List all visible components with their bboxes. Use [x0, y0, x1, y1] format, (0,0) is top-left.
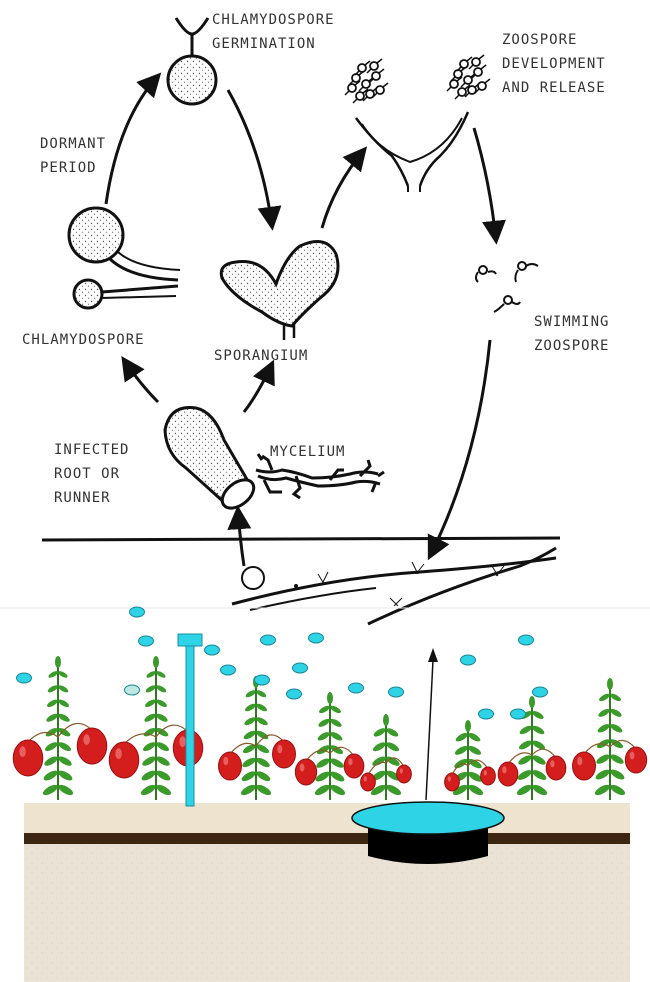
germinating-chlamydospore	[168, 18, 216, 104]
zoospore-release-sporangium	[345, 55, 490, 192]
swimming-zoospores	[476, 262, 538, 312]
water-droplet	[309, 633, 324, 643]
zoospore	[359, 77, 374, 91]
irrigation-riser	[178, 634, 202, 806]
label-infected-root: INFECTED ROOT OR RUNNER	[54, 442, 139, 506]
water-puddle	[352, 802, 504, 864]
strawberry-fruit	[77, 728, 107, 764]
water-droplet	[533, 687, 548, 697]
strawberry-fruit	[481, 767, 496, 785]
strawberry-fruit	[109, 742, 139, 778]
strawberry-fruit	[13, 740, 43, 776]
strawberry-fruit	[445, 773, 460, 791]
label-zoospore-development: ZOOSPORE DEVELOPMENT AND RELEASE	[502, 32, 615, 96]
label-mycelium: MYCELIUM	[270, 444, 345, 460]
water-droplet	[130, 607, 145, 617]
label-swimming-zoospore: SWIMMING ZOOSPORE	[534, 314, 619, 354]
cycle-arrows	[106, 76, 496, 566]
mycelium	[256, 454, 384, 498]
zoospore	[369, 69, 384, 83]
label-dormant-period: DORMANT PERIOD	[40, 136, 115, 176]
strawberry-fruit	[573, 752, 596, 780]
sporangium	[221, 242, 338, 341]
soil-line-and-runner	[42, 538, 560, 624]
strawberry-plant	[573, 678, 647, 800]
water-droplet	[511, 709, 526, 719]
label-sporangium: SPORANGIUM	[214, 348, 308, 364]
zoospore	[373, 83, 388, 97]
water-droplet	[349, 683, 364, 693]
soil-profile	[24, 803, 630, 982]
water-droplet	[479, 709, 494, 719]
label-chlamydospore: CHLAMYDOSPORE	[22, 332, 145, 348]
zoospore	[471, 65, 486, 79]
label-chlamydospore-germination: CHLAMYDOSPORE GERMINATION	[212, 12, 344, 52]
chlamydospore	[74, 280, 178, 308]
water-droplet	[293, 663, 308, 673]
water-droplet	[221, 665, 236, 675]
water-droplet	[205, 645, 220, 655]
strawberry-fruit	[295, 759, 316, 785]
water-droplets	[17, 607, 548, 719]
splash-arrow	[426, 648, 438, 800]
strawberry-plant	[445, 720, 496, 800]
zoospore	[461, 73, 476, 87]
zoospore	[475, 79, 490, 93]
water-droplet	[519, 635, 534, 645]
water-droplet	[461, 655, 476, 665]
water-droplet	[255, 675, 270, 685]
water-droplet	[287, 689, 302, 699]
strawberry-fruit	[546, 756, 566, 780]
water-droplet	[17, 673, 32, 683]
strawberry-plants	[13, 656, 646, 800]
water-droplet	[389, 687, 404, 697]
strawberry-plant	[295, 692, 364, 800]
strawberry-fruit	[219, 752, 242, 780]
strawberry-fruit	[625, 747, 646, 773]
strawberry-fruit	[273, 740, 296, 768]
water-droplet	[139, 636, 154, 646]
strawberry-fruit	[361, 773, 376, 791]
water-droplet	[261, 635, 276, 645]
strawberry-plant	[361, 714, 412, 800]
strawberry-fruit	[344, 754, 364, 778]
strawberry-fruit	[397, 765, 412, 783]
strawberry-plant	[498, 696, 566, 800]
water-droplet	[125, 685, 140, 695]
strawberry-fruit	[498, 762, 518, 786]
strawberry-plant	[219, 676, 296, 800]
dormant-chlamydospore	[69, 208, 180, 280]
infected-root	[165, 407, 259, 513]
